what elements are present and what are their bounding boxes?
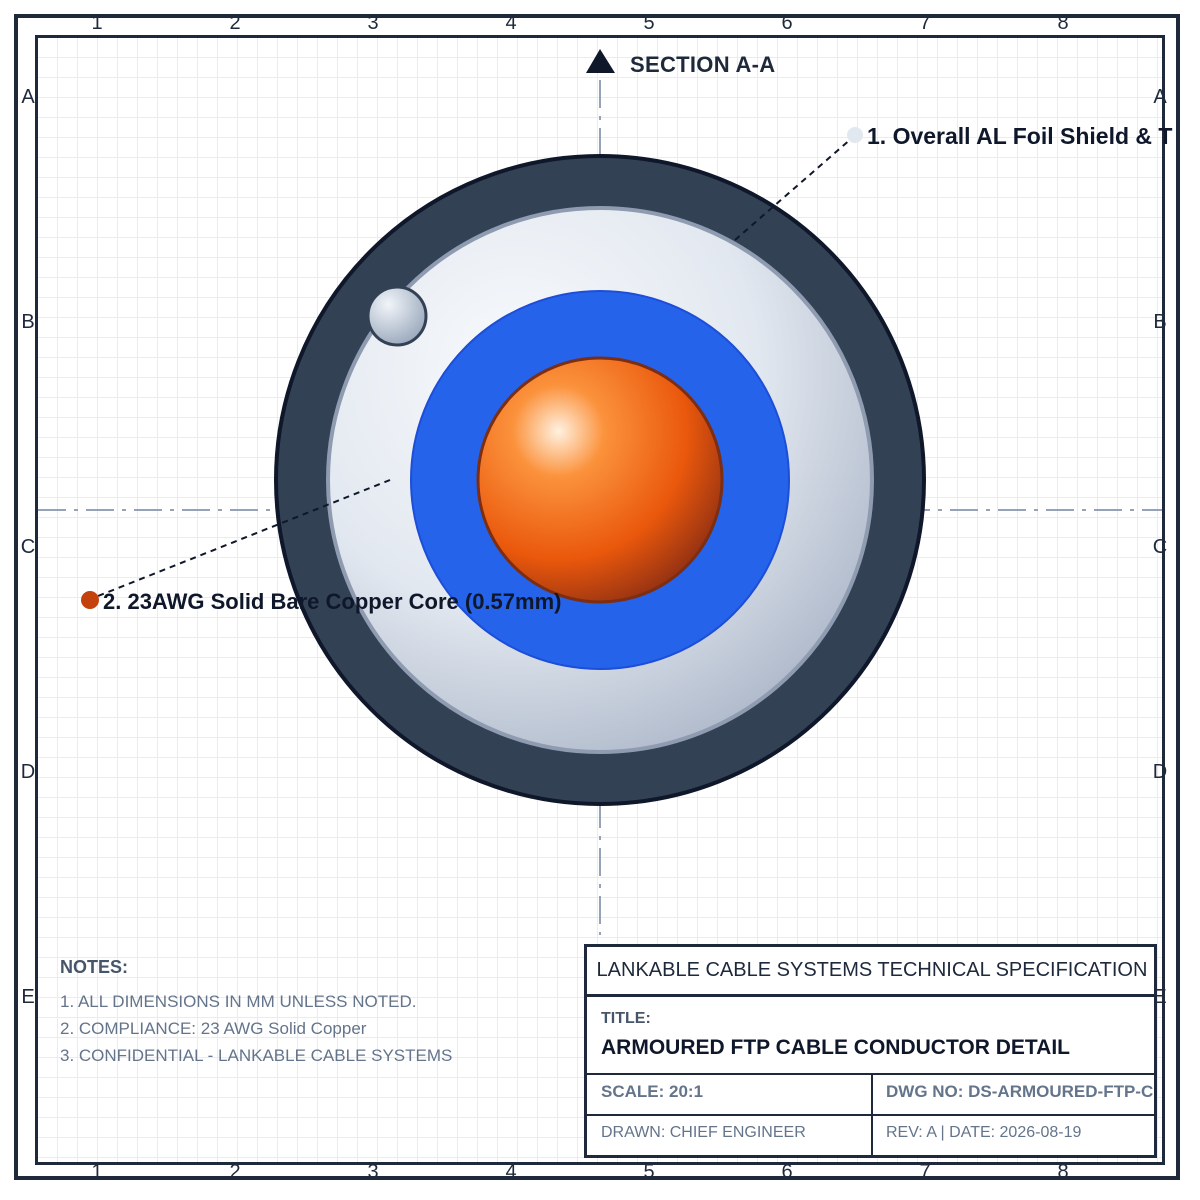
drain-wire: [366, 285, 428, 347]
note-item: 3. CONFIDENTIAL - LANKABLE CABLE SYSTEMS: [60, 1046, 453, 1065]
zone-column-4-bottom: 4: [505, 1161, 517, 1183]
zone-row-e-left: E: [21, 986, 35, 1008]
note-item: 1. ALL DIMENSIONS IN MM UNLESS NOTED.: [60, 992, 417, 1011]
zone-column-3-bottom: 3: [367, 1161, 379, 1183]
title-block-divider: [587, 1114, 1154, 1116]
zone-column-5-top: 5: [643, 12, 655, 34]
section-label: SECTION A-A: [630, 52, 776, 77]
copper-core: [476, 356, 724, 604]
callout-1-dot: [847, 127, 863, 143]
callout-2-label: 2. 23AWG Solid Bare Copper Core (0.57mm): [103, 589, 561, 614]
title-block-column-divider: [871, 1073, 873, 1155]
zone-column-6-top: 6: [781, 12, 793, 34]
zone-row-d-right: D: [1152, 761, 1168, 783]
leader-line-2: [92, 479, 391, 599]
zone-column-7-bottom: 7: [919, 1161, 931, 1183]
zone-row-b-left: B: [21, 311, 35, 333]
callout-1-label: 1. Overall AL Foil Shield & T: [867, 123, 1172, 149]
drawing-number-field: DWG NO: DS-ARMOURED-FTP-COND: [886, 1082, 1154, 1101]
title-block-company-header: LANKABLE CABLE SYSTEMS TECHNICAL SPECIFI…: [596, 959, 1148, 981]
zone-row-b-right: B: [1153, 311, 1167, 333]
note-item: 2. COMPLIANCE: 23 AWG Solid Copper: [60, 1019, 367, 1038]
notes-panel: NOTES: 1. ALL DIMENSIONS IN MM UNLESS NO…: [60, 957, 560, 1069]
zone-row-d-left: D: [20, 761, 36, 783]
zone-column-2-top: 2: [229, 12, 241, 34]
notes-heading: NOTES:: [60, 957, 129, 977]
scale-field: SCALE: 20:1: [601, 1082, 704, 1101]
drawing-title: ARMOURED FTP CABLE CONDUCTOR DETAIL: [601, 1036, 1070, 1059]
zone-column-4-top: 4: [505, 12, 517, 34]
zone-column-1-top: 1: [91, 12, 103, 34]
zone-row-c-left: C: [20, 536, 36, 558]
zone-column-1-bottom: 1: [91, 1161, 103, 1183]
zone-column-2-bottom: 2: [229, 1161, 241, 1183]
zone-column-8-bottom: 8: [1057, 1161, 1069, 1183]
title-block-divider: [587, 994, 1154, 997]
leader-line-1: [734, 137, 853, 241]
drawn-by-field: DRAWN: CHIEF ENGINEER: [601, 1124, 806, 1141]
zone-row-a-left: A: [21, 86, 35, 108]
callout-2-dot: [81, 591, 99, 609]
zone-column-5-bottom: 5: [643, 1161, 655, 1183]
zone-column-6-bottom: 6: [781, 1161, 793, 1183]
zone-row-c-right: C: [1152, 536, 1168, 558]
title-block: LANKABLE CABLE SYSTEMS TECHNICAL SPECIFI…: [584, 944, 1157, 1158]
title-label: TITLE:: [601, 1010, 651, 1027]
revision-date-field: REV: A | DATE: 2026-08-19: [886, 1124, 1082, 1141]
zone-row-a-right: A: [1153, 86, 1167, 108]
section-marker-triangle-icon: [586, 49, 615, 73]
zone-column-3-top: 3: [367, 12, 379, 34]
title-block-divider: [587, 1073, 1154, 1075]
zone-column-8-top: 8: [1057, 12, 1069, 34]
zone-column-7-top: 7: [919, 12, 931, 34]
outer-border: [14, 14, 1180, 1180]
